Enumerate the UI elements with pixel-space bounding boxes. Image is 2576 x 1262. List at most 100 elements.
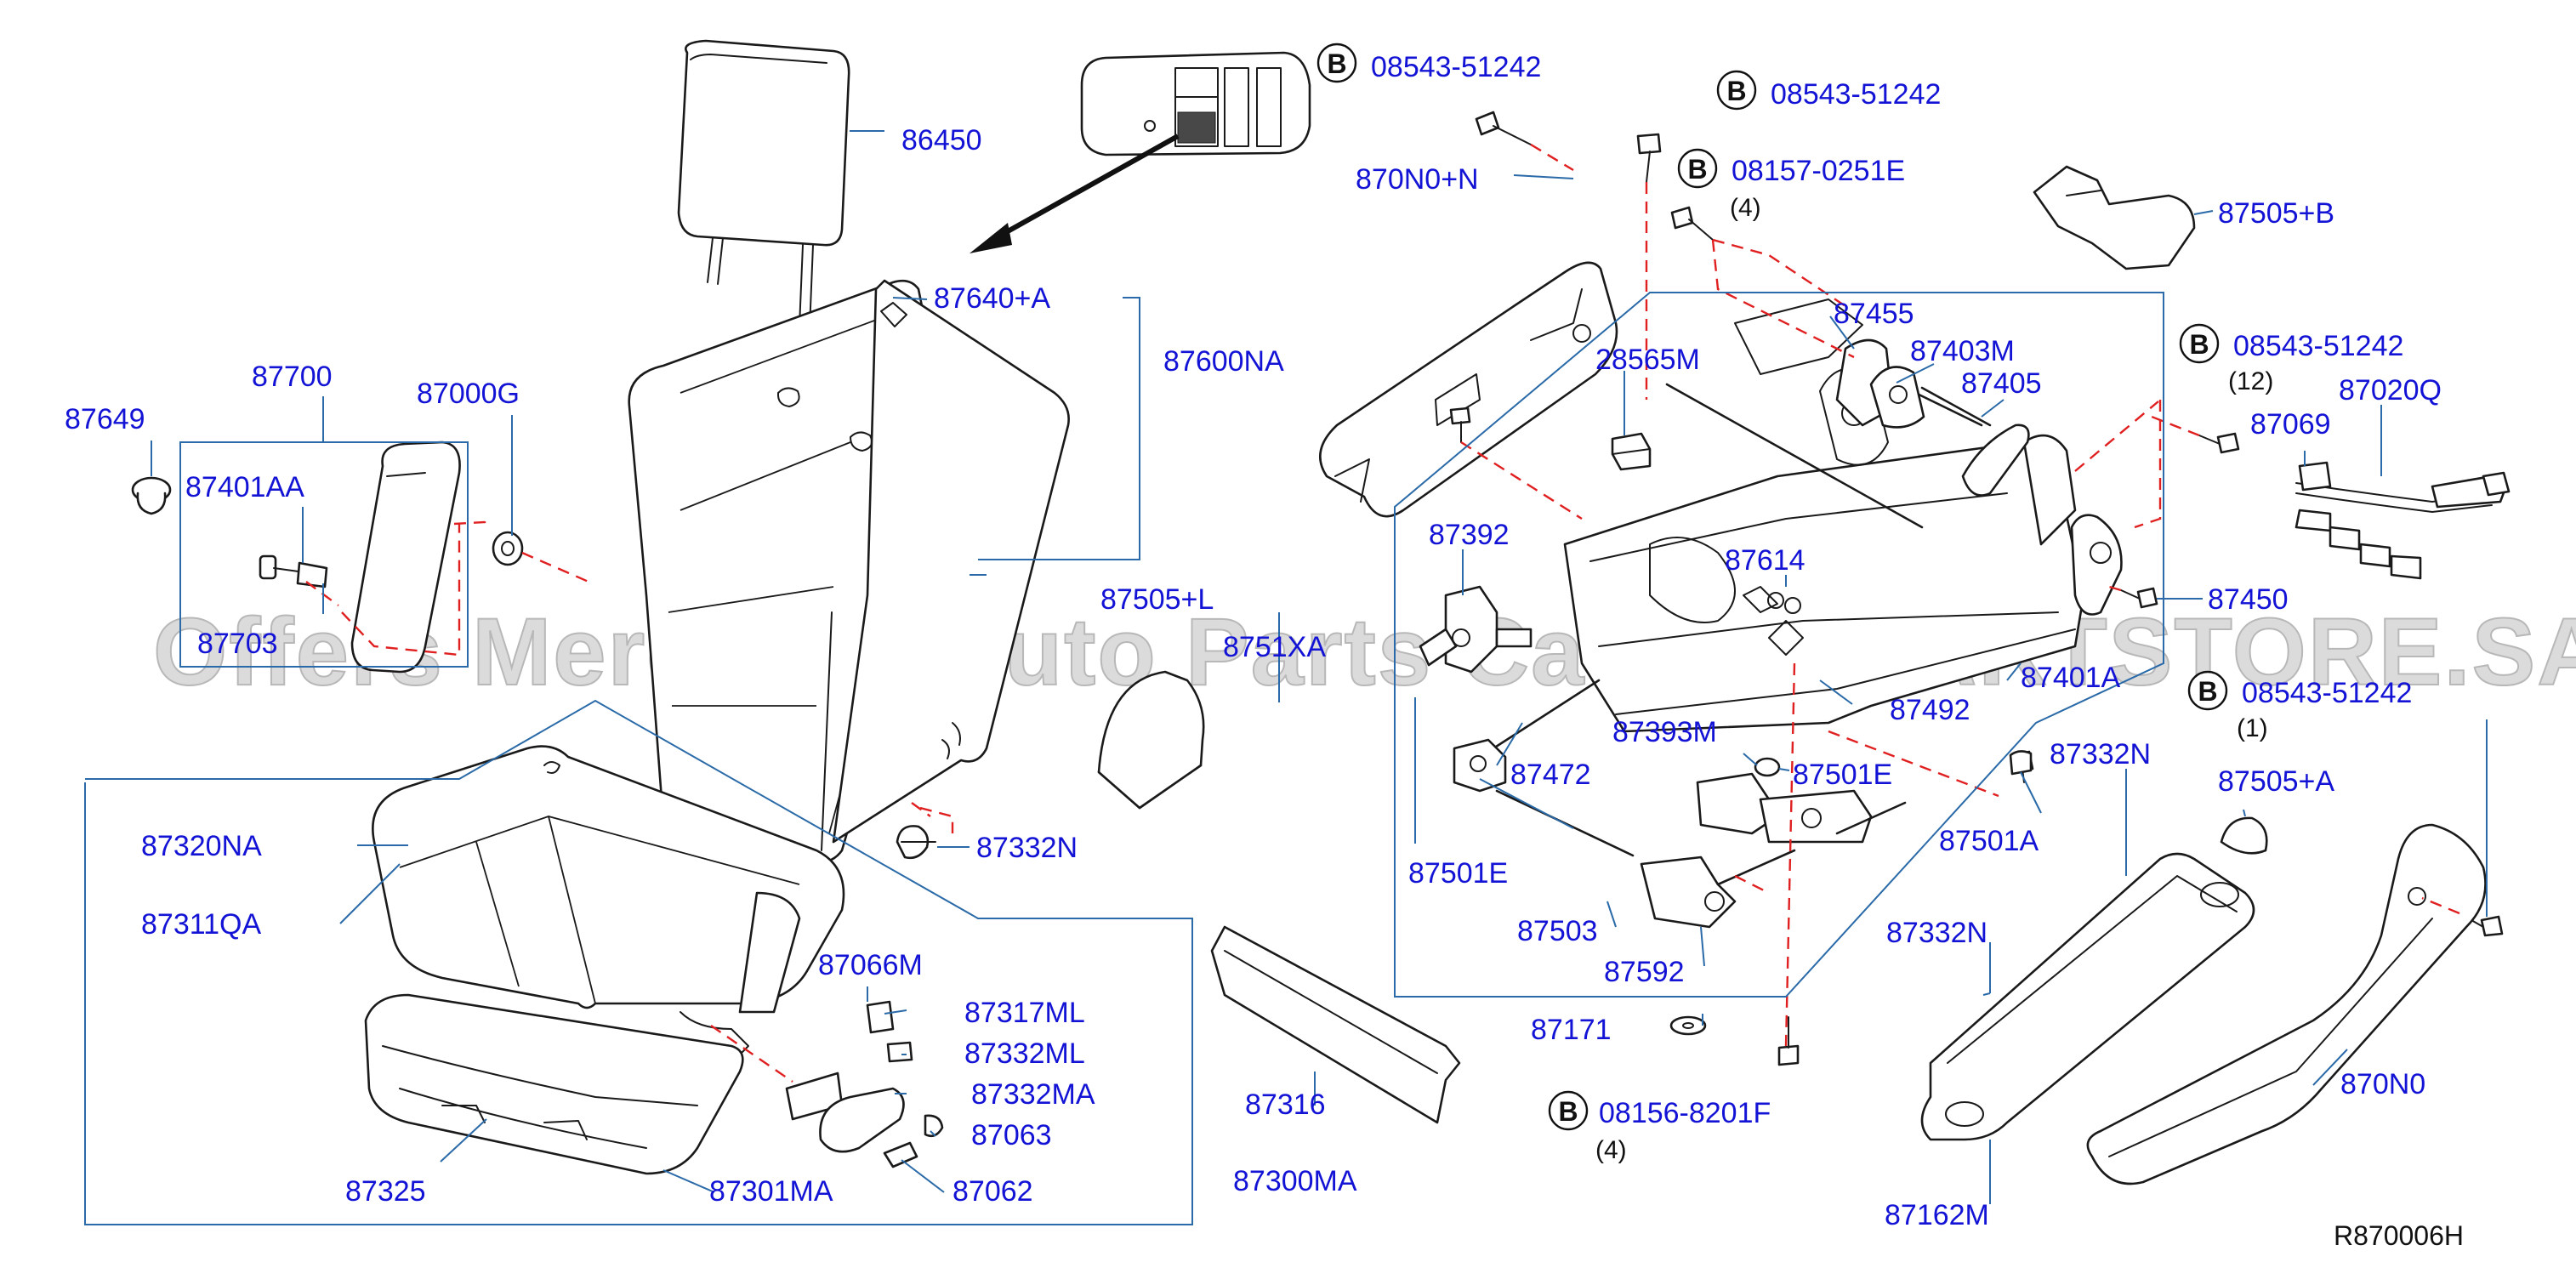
label-87320na: 87320NA	[141, 830, 262, 862]
label-87020q: 87020Q	[2339, 374, 2442, 406]
svg-text:B: B	[1558, 1096, 1578, 1127]
label-87505a: 87505+A	[2218, 765, 2334, 798]
recliner-side-plate-part	[1319, 261, 1618, 518]
seat-frame-part	[1563, 298, 2085, 733]
qty-08543-3: (12)	[2228, 367, 2273, 395]
bolt-part	[2120, 587, 2158, 609]
label-87592: 87592	[1604, 956, 1685, 988]
cushion-side-panel-part	[1210, 925, 1461, 1124]
label-86450: 86450	[901, 124, 982, 156]
label-87455: 87455	[1834, 298, 1914, 330]
label-870n0: 870N0	[2340, 1068, 2425, 1100]
label-87162m: 87162M	[1885, 1199, 1989, 1231]
label-87069: 87069	[2250, 408, 2331, 441]
ring-87501e-part	[1754, 757, 1781, 777]
bolt-marker-6: B	[1548, 1090, 1589, 1131]
label-87600na: 87600NA	[1163, 345, 1284, 378]
watermark-text: Offers Merchant Auto Parts Catalog PARTS…	[153, 599, 2576, 705]
label-87311qa: 87311QA	[141, 908, 261, 941]
diagram-reference-code: R870006H	[2334, 1220, 2464, 1251]
label-87501e-2: 87501E	[1408, 857, 1508, 890]
motor-87592-part	[1640, 849, 1796, 929]
label-28565m: 28565M	[1595, 344, 1700, 376]
seat-cushion-part	[372, 745, 845, 1064]
svg-text:B: B	[1687, 154, 1707, 185]
label-87450: 87450	[2208, 583, 2289, 616]
seat-rail-87162m-part	[1920, 852, 2255, 1141]
cap-87505a-part	[2220, 816, 2268, 855]
label-87505l: 87505+L	[1100, 583, 1214, 616]
label-87392: 87392	[1429, 519, 1510, 551]
cable-87472-part	[1492, 679, 1601, 750]
switch-knob-part	[785, 1000, 944, 1168]
qty-08156: (4)	[1595, 1136, 1627, 1164]
qty-08157: (4)	[1730, 194, 1761, 222]
bushing-87403m-part	[1869, 366, 1925, 429]
svg-text:B: B	[2198, 676, 2217, 707]
bolt-marker-1: B	[1316, 43, 1357, 83]
label-87503: 87503	[1517, 915, 1598, 947]
label-87649: 87649	[65, 403, 145, 435]
label-87401a: 87401A	[2021, 662, 2121, 694]
grommet-part	[896, 825, 936, 860]
label-87700: 87700	[252, 361, 333, 393]
harness-part	[2295, 461, 2511, 580]
label-87332ml: 87332ML	[964, 1037, 1085, 1070]
label-87472: 87472	[1510, 759, 1591, 791]
label-87325: 87325	[345, 1175, 426, 1208]
label-08156-8201f: 08156-8201F	[1599, 1097, 1771, 1129]
assembly-lines	[305, 143, 2460, 1083]
bolt-part	[259, 554, 328, 588]
label-87640a: 87640+A	[934, 282, 1050, 315]
label-08543-51242-3: 08543-51242	[2233, 330, 2403, 362]
group-brackets	[84, 130, 2488, 1225]
motor-87392-part	[1419, 585, 1533, 674]
vehicle-locator-icon	[1080, 51, 1311, 156]
bolt-marker-4: B	[2179, 323, 2220, 364]
bolt-marker-5: B	[2187, 670, 2228, 711]
label-87066m: 87066M	[818, 949, 923, 981]
svg-text:B: B	[2189, 329, 2209, 360]
bolt-part	[1475, 111, 1532, 145]
label-87393m: 87393M	[1612, 716, 1717, 748]
part-labels: 86450 87640+A 87600NA 87700 87000G 87649…	[65, 51, 2442, 1231]
bolt-part	[1777, 1016, 1800, 1066]
label-87063: 87063	[971, 1119, 1052, 1151]
label-87332ma: 87332MA	[971, 1078, 1095, 1111]
washer-part	[492, 531, 524, 566]
label-08543-51242-4: 08543-51242	[2242, 677, 2412, 709]
lever-87405-part	[1961, 424, 2030, 497]
bolt-part	[2198, 432, 2240, 454]
headrest-part	[677, 39, 850, 329]
label-8751xa: 8751XA	[1223, 631, 1326, 663]
bolt-marker-2: B	[1716, 70, 1757, 111]
label-870n0n: 870N0+N	[1356, 163, 1479, 196]
locator-arrow	[970, 134, 1180, 253]
cover-87505b-part	[2033, 165, 2196, 270]
svg-text:B: B	[1726, 76, 1746, 106]
label-87403m: 87403M	[1910, 335, 2015, 367]
seat-back-board-part	[832, 279, 1070, 844]
qty-08543-4: (1)	[2237, 714, 2268, 742]
label-87317ml: 87317ML	[964, 997, 1085, 1029]
label-87501e-1: 87501E	[1793, 759, 1892, 791]
washer-87171-part	[1669, 1015, 1707, 1036]
sensor-28565m-part	[1611, 432, 1652, 471]
label-87501a: 87501A	[1939, 825, 2039, 857]
svg-text:B: B	[1327, 48, 1346, 79]
label-08543-51242-2: 08543-51242	[1771, 78, 1941, 111]
label-87703: 87703	[197, 628, 278, 660]
label-87332n-2: 87332N	[2050, 738, 2151, 770]
label-87332n-3: 87332N	[1886, 917, 1987, 949]
label-08543-51242-1: 08543-51242	[1371, 51, 1541, 83]
rod-87405-part	[1920, 386, 1992, 427]
label-87614: 87614	[1725, 544, 1805, 577]
trim-block-part	[1097, 670, 1205, 810]
label-87171: 87171	[1531, 1014, 1612, 1046]
label-87000g: 87000G	[417, 378, 520, 410]
label-87505b: 87505+B	[2218, 197, 2334, 230]
label-87405: 87405	[1961, 367, 2042, 400]
clip-87501a-part	[2009, 750, 2033, 776]
outer-cover-870n0-part	[2086, 823, 2487, 1185]
